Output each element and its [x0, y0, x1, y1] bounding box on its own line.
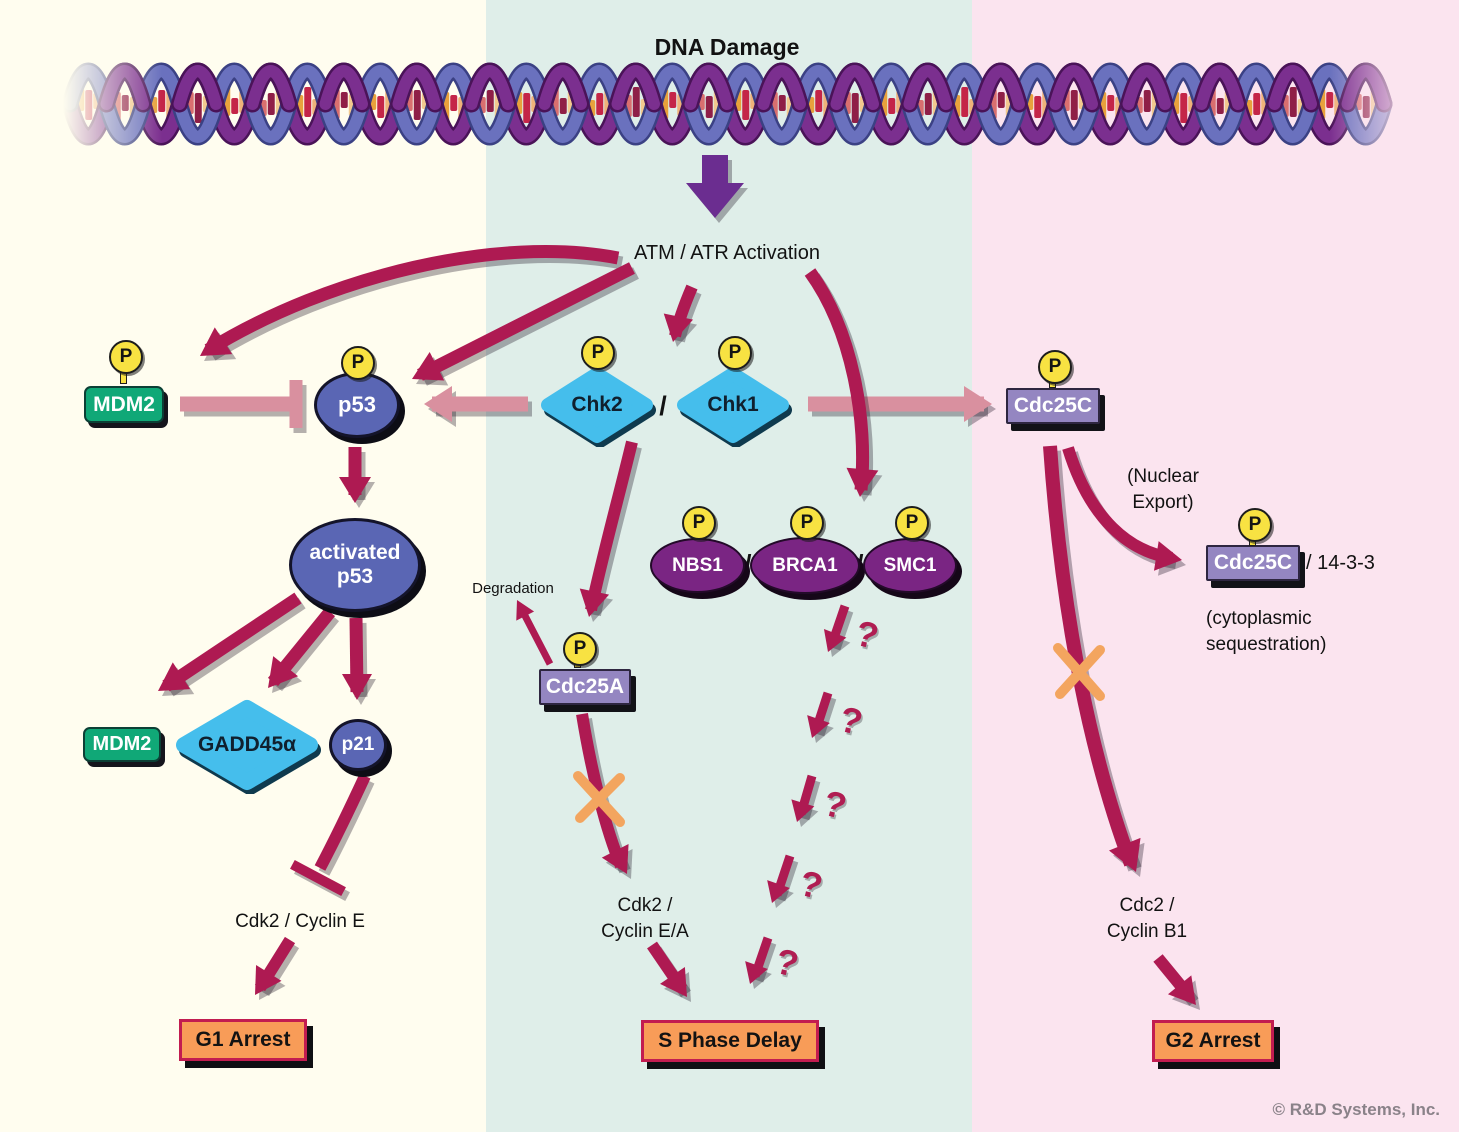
chk1-label: Chk1: [707, 393, 759, 416]
node-smc1: SMC1: [863, 538, 957, 593]
node-p53: p53: [314, 372, 400, 438]
node-gadd45a: GADD45α: [172, 696, 322, 795]
node-brca1: BRCA1: [750, 537, 860, 594]
node-activated-p53: activated p53: [289, 518, 421, 612]
gadd45a-label: GADD45α: [197, 733, 297, 756]
copyright: © R&D Systems, Inc.: [1272, 1100, 1440, 1119]
atm-atr-label: ATM / ATR Activation: [634, 242, 820, 264]
cdk2-cyclin-ea-line2: Cyclin E/A: [601, 920, 689, 942]
phospho-badge: P: [109, 340, 143, 374]
nbs-separator-1: /: [744, 550, 752, 578]
label-cdk2-cyclin-ea: Cdk2 / Cyclin E/A: [565, 893, 725, 944]
chk-separator: /: [659, 391, 667, 421]
phospho-badge: P: [895, 506, 929, 540]
node-cdc25a: Cdc25A: [539, 669, 631, 705]
label-cdc2-cyclin-b1: Cdc2 / Cyclin B1: [1067, 893, 1227, 944]
label-degradation: Degradation: [472, 580, 554, 597]
node-cdc25c-cytoplasmic: Cdc25C: [1206, 545, 1300, 581]
label-cytoplasmic-sequestration: (cytoplasmic sequestration): [1170, 606, 1380, 657]
phospho-badge: P: [790, 506, 824, 540]
outcome-g2-arrest: G2 Arrest: [1152, 1020, 1274, 1062]
nuclear-export-line1: (Nuclear: [1127, 466, 1199, 487]
phospho-badge: P: [1038, 350, 1072, 384]
label-14-3-3: / 14-3-3: [1306, 552, 1375, 574]
activated-p53-line2: p53: [336, 565, 374, 588]
node-chk2: Chk2: [538, 363, 656, 448]
cytoplasmic-line1: (cytoplasmic: [1206, 608, 1312, 629]
node-cdc25c: Cdc25C: [1006, 388, 1100, 424]
phospho-badge: P: [341, 346, 375, 380]
node-mdm2: MDM2: [84, 386, 164, 423]
label-cdk2-cyclin-e: Cdk2 / Cyclin E: [235, 911, 365, 932]
cdk2-cyclin-ea-line1: Cdk2 /: [617, 895, 673, 916]
activated-p53-line1: activated: [309, 540, 401, 564]
node-nbs1: NBS1: [650, 538, 745, 593]
phospho-badge: P: [682, 506, 716, 540]
phospho-badge: P: [718, 336, 752, 370]
node-mdm2-second: MDM2: [83, 727, 161, 762]
cdc2-cyclin-b1-line2: Cyclin B1: [1106, 920, 1188, 942]
phospho-badge: P: [563, 632, 597, 666]
node-p21: p21: [329, 719, 387, 771]
outcome-g1-arrest: G1 Arrest: [179, 1019, 307, 1061]
dna-helix-illustration: [61, 62, 1393, 146]
phospho-badge: P: [581, 336, 615, 370]
chk2-label: Chk2: [571, 393, 623, 416]
page-title: DNA Damage: [654, 34, 800, 60]
node-chk1: Chk1: [674, 363, 792, 448]
label-nuclear-export: (Nuclear Export): [1088, 464, 1238, 515]
nuclear-export-line2: Export): [1132, 491, 1194, 513]
dna-fade-right: [1330, 50, 1430, 162]
cdc2-cyclin-b1-line1: Cdc2 /: [1119, 895, 1175, 916]
cytoplasmic-line2: sequestration): [1206, 633, 1327, 655]
dna-fade-left: [52, 50, 162, 162]
phospho-badge: P: [1238, 508, 1272, 542]
outcome-s-phase-delay: S Phase Delay: [641, 1020, 819, 1062]
